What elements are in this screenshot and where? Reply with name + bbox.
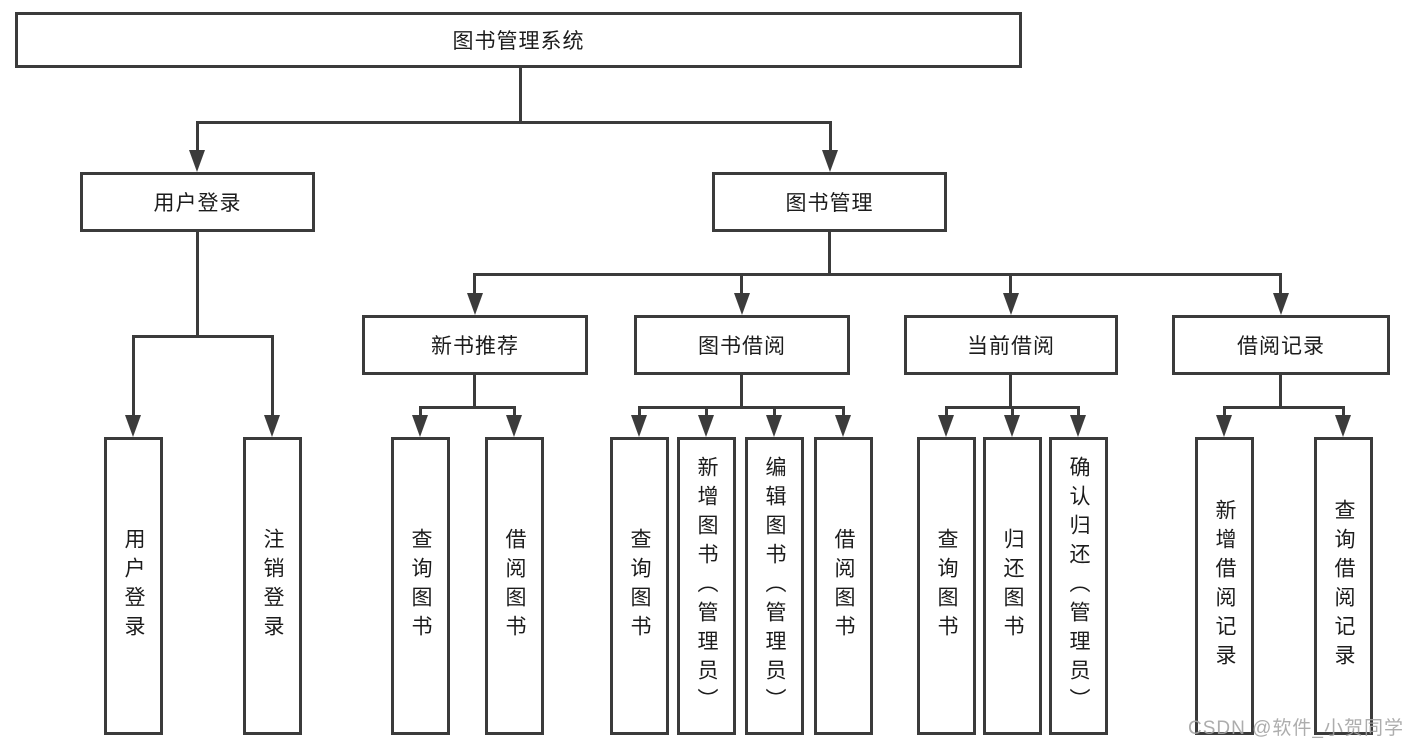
edge-new-book-drop-2: [513, 406, 516, 417]
edge-book-mgmt-stem: [828, 232, 831, 275]
edge-book-mgmt-drop-3: [1009, 273, 1012, 295]
edge-book-mgmt-drop-1: [473, 273, 476, 295]
arrow-down-icon: [264, 415, 280, 437]
edge-user-login-stem: [196, 232, 199, 338]
leaf-query-borrow-record: 查询借阅记录: [1314, 437, 1373, 735]
edge-current-borrow-stem: [1009, 375, 1012, 408]
node-new-book-recommend: 新书推荐: [362, 315, 588, 375]
arrow-down-icon: [125, 415, 141, 437]
edge-new-book-stem: [473, 375, 476, 408]
arrow-down-icon: [1004, 415, 1020, 437]
leaf-logout: 注销登录: [243, 437, 302, 735]
watermark-text: CSDN @软件_小贺同学: [1188, 718, 1404, 739]
leaf-borrow-books: 借阅图书: [814, 437, 873, 735]
leaf-add-books-admin: 新增图书（管理员）: [677, 437, 736, 735]
edge-user-login-drop-1: [132, 335, 135, 417]
edge-book-borrow-bar: [638, 406, 845, 409]
edge-user-login-drop-2: [271, 335, 274, 417]
leaf-user-login: 用户登录: [104, 437, 163, 735]
arrow-down-icon: [1216, 415, 1232, 437]
edge-root-drop-right: [829, 121, 832, 152]
leaf-query-books-recommend: 查询图书: [391, 437, 450, 735]
arrow-down-icon: [1335, 415, 1351, 437]
edge-new-book-bar: [419, 406, 516, 409]
leaf-add-borrow-record: 新增借阅记录: [1195, 437, 1254, 735]
arrow-down-icon: [1070, 415, 1086, 437]
leaf-query-books-current: 查询图书: [917, 437, 976, 735]
edge-book-borrow-drop-1: [638, 406, 641, 417]
arrow-down-icon: [835, 415, 851, 437]
edge-borrow-record-bar: [1223, 406, 1345, 409]
arrow-down-icon: [1273, 293, 1289, 315]
arrow-down-icon: [1003, 293, 1019, 315]
node-user-login: 用户登录: [80, 172, 315, 232]
edge-borrow-record-drop-2: [1342, 406, 1345, 417]
edge-book-borrow-drop-2: [705, 406, 708, 417]
edge-new-book-drop-1: [419, 406, 422, 417]
arrow-down-icon: [631, 415, 647, 437]
arrow-down-icon: [766, 415, 782, 437]
leaf-edit-books-admin: 编辑图书（管理员）: [745, 437, 804, 735]
arrow-down-icon: [698, 415, 714, 437]
arrow-down-icon: [467, 293, 483, 315]
edge-borrow-record-drop-1: [1223, 406, 1226, 417]
arrow-down-icon: [734, 293, 750, 315]
leaf-query-books-borrow: 查询图书: [610, 437, 669, 735]
node-borrow-record: 借阅记录: [1172, 315, 1390, 375]
edge-book-borrow-drop-4: [842, 406, 845, 417]
leaf-borrow-books-recommend: 借阅图书: [485, 437, 544, 735]
node-library-management-system: 图书管理系统: [15, 12, 1022, 68]
edge-book-mgmt-drop-4: [1279, 273, 1282, 295]
node-book-management: 图书管理: [712, 172, 947, 232]
arrow-down-icon: [938, 415, 954, 437]
edge-root-bar: [196, 121, 832, 124]
edge-user-login-bar: [132, 335, 274, 338]
edge-root-stem: [519, 68, 522, 123]
arrow-down-icon: [822, 150, 838, 172]
arrow-down-icon: [412, 415, 428, 437]
edge-root-drop-left: [196, 121, 199, 152]
edge-current-borrow-drop-2: [1011, 406, 1014, 417]
edge-current-borrow-drop-3: [1077, 406, 1080, 417]
node-book-borrow: 图书借阅: [634, 315, 850, 375]
leaf-return-books: 归还图书: [983, 437, 1042, 735]
edge-book-mgmt-drop-2: [740, 273, 743, 295]
edge-current-borrow-drop-1: [945, 406, 948, 417]
leaf-confirm-return-admin: 确认归还（管理员）: [1049, 437, 1108, 735]
node-current-borrow: 当前借阅: [904, 315, 1118, 375]
arrow-down-icon: [189, 150, 205, 172]
arrow-down-icon: [506, 415, 522, 437]
edge-book-borrow-stem: [740, 375, 743, 408]
edge-book-mgmt-bar: [473, 273, 1282, 276]
edge-book-borrow-drop-3: [773, 406, 776, 417]
edge-borrow-record-stem: [1279, 375, 1282, 408]
